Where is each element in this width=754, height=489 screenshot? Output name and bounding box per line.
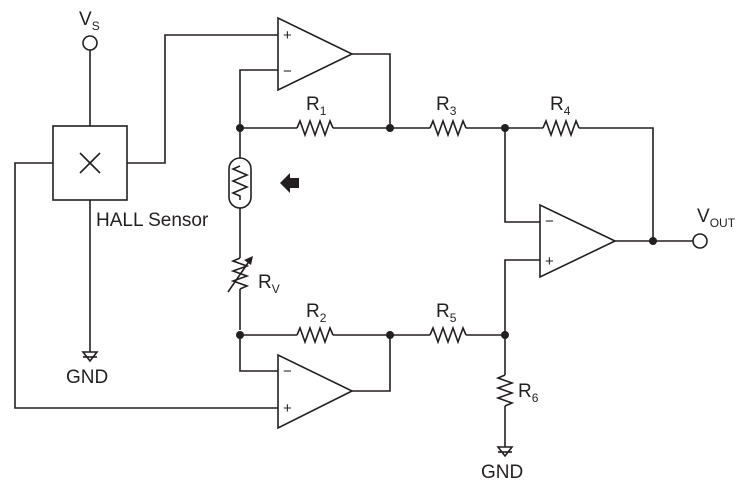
- opamp-output-noninverting-wire: [504, 259, 540, 335]
- hall-output-minus-wire: [14, 162, 278, 409]
- thermistor: [228, 157, 252, 209]
- opamp-output-minus: −: [545, 213, 554, 230]
- rv-adjust-arrow: [227, 259, 251, 293]
- resistor-r1: [296, 118, 334, 138]
- rv-arrowhead-icon: [244, 256, 253, 265]
- output-label: VOUT: [697, 206, 736, 230]
- hall-output-plus-wire: [127, 34, 278, 164]
- opamp-bottom-feedback-wire: [239, 335, 278, 372]
- opamp-top-plus: +: [283, 27, 292, 44]
- junction-dots: [236, 124, 657, 339]
- output-terminal: [692, 233, 708, 249]
- hall-sensor-label: HALL Sensor: [96, 210, 209, 231]
- ground-label-left: GND: [66, 367, 108, 388]
- ground-label-right: GND: [481, 462, 523, 483]
- resistor-r4-label: R4: [550, 94, 571, 118]
- supply-terminal: [82, 35, 98, 126]
- ground-symbol-right: [496, 446, 514, 458]
- resistor-r1-label: R1: [306, 94, 327, 118]
- resistor-r4: [542, 118, 580, 138]
- opamp-bottom-output-wire: [352, 335, 391, 392]
- opamp-bottom: [277, 353, 354, 430]
- resistor-r5: [429, 325, 467, 345]
- opamp-top: [277, 16, 354, 92]
- left-arrow-icon: [280, 173, 299, 193]
- resistor-r6: [495, 374, 515, 407]
- resistor-r6-label: R6: [518, 381, 539, 405]
- supply-label: VS: [79, 9, 100, 33]
- opamp-bottom-minus: −: [283, 363, 292, 380]
- opamp-bottom-plus: +: [283, 400, 292, 417]
- resistor-r2: [296, 325, 334, 345]
- opamp-top-minus: −: [283, 63, 292, 80]
- resistor-r2-label: R2: [306, 301, 327, 325]
- ground-symbol-left: [81, 351, 99, 363]
- opamp-output: [539, 203, 617, 279]
- resistor-r5-label: R5: [436, 301, 457, 325]
- hall-sensor: [52, 125, 128, 201]
- opamp-output-plus: +: [545, 253, 554, 270]
- opamp-top-feedback-wire: [239, 69, 278, 128]
- opamp-top-output-wire: [352, 53, 391, 128]
- resistor-r3-label: R3: [436, 94, 457, 118]
- resistor-r3: [429, 118, 467, 138]
- resistor-rv-label: RV: [258, 272, 280, 296]
- opamp-output-inverting-wire: [504, 128, 540, 223]
